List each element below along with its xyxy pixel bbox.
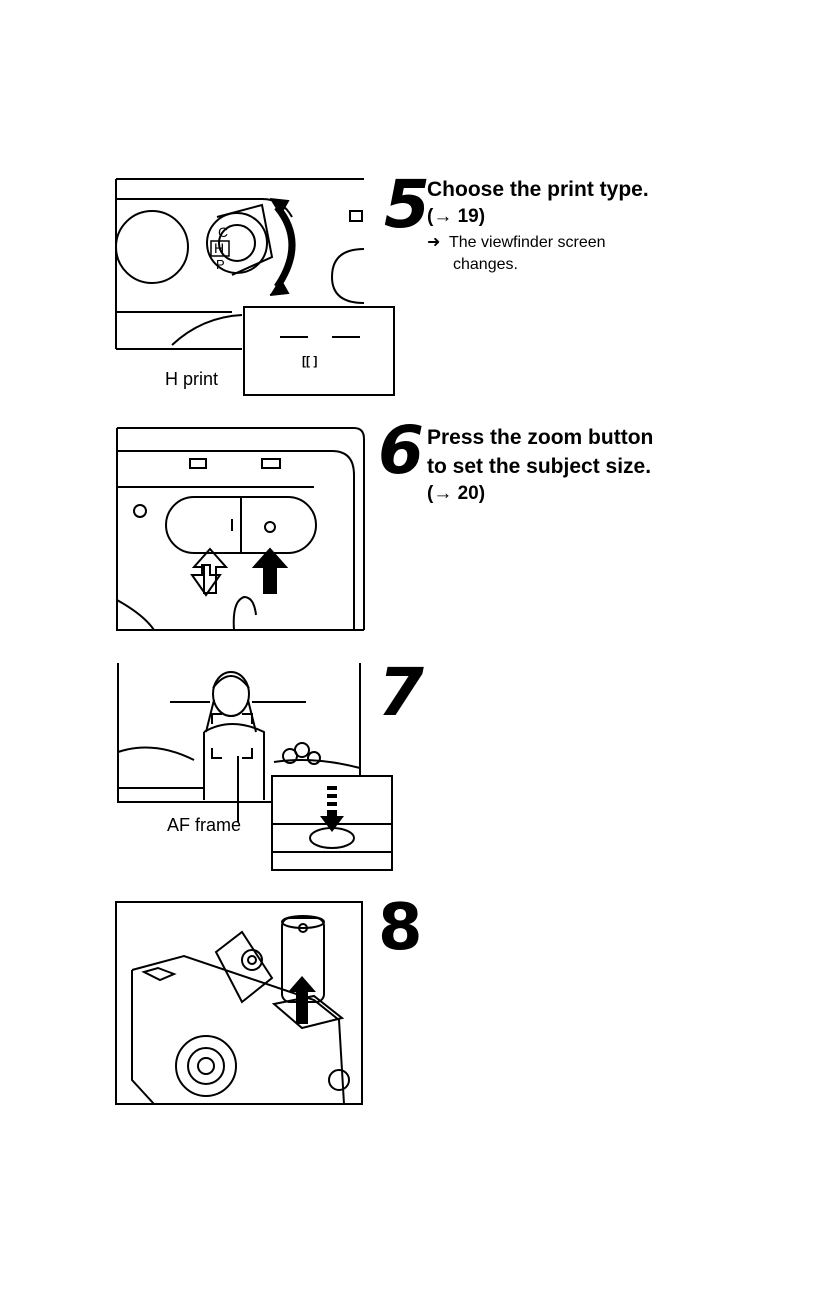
step6-title-line1: Press the zoom button	[427, 425, 727, 450]
step5-result: ➜The viewfinder screen changes.	[427, 232, 687, 276]
step5-page-reference: (→ 19)	[427, 206, 485, 228]
step-number-5: 5	[384, 172, 430, 238]
dial-letter-c: C	[218, 224, 228, 240]
step7-illustration	[114, 660, 398, 874]
dial-letter-h: H	[214, 240, 224, 256]
dial-letter-p: P	[216, 257, 225, 272]
viewfinder-print-indicator: [[ ]	[302, 354, 317, 368]
step5-result-line1: The viewfinder screen	[449, 234, 606, 251]
step-number-8: 8	[378, 896, 423, 960]
h-print-label: H print	[165, 369, 218, 390]
af-frame-label: AF frame	[167, 815, 241, 836]
step-number-7: 7	[378, 660, 424, 726]
step6-illustration	[114, 425, 368, 635]
step5-illustration: C H P [[ ]	[112, 177, 402, 399]
step5-title: Choose the print type.	[427, 177, 727, 202]
step-number-6: 6	[378, 418, 424, 484]
step6-title-line2: to set the subject size.	[427, 454, 727, 479]
step8-illustration	[114, 900, 366, 1108]
step5-result-line2: changes.	[427, 254, 687, 276]
result-arrow-icon: ➜	[427, 232, 449, 254]
step6-page-reference: (→ 20)	[427, 483, 485, 505]
